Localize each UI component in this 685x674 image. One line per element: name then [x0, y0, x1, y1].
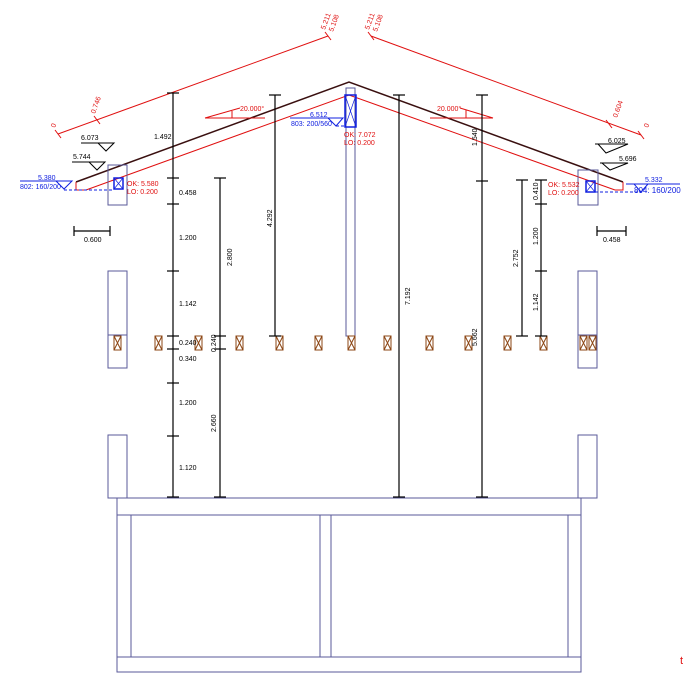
support-right-lo: LO: 0.200	[548, 190, 579, 197]
right-purlin-cross	[585, 180, 596, 193]
dim-1200-r: 1.200	[533, 227, 540, 245]
corner-mark: t	[680, 655, 683, 667]
dim-0458: 0.458	[179, 190, 197, 197]
tie-member-box	[383, 335, 392, 351]
member-802: 802: 160/200	[20, 184, 61, 191]
dim-1142-r: 1.142	[533, 293, 540, 311]
wall-frames	[107, 87, 599, 673]
dim-2660: 2.660	[211, 414, 218, 432]
ridge-beam-cross	[344, 94, 357, 128]
right-purlin	[585, 180, 596, 193]
tie-member-box	[588, 335, 597, 351]
right-eave-cut	[615, 182, 624, 191]
angle-symbol-left	[204, 107, 265, 119]
dimension-lines	[73, 92, 627, 498]
dim-1200-a: 1.200	[179, 235, 197, 242]
dim-right-0604: 0.604	[612, 100, 625, 119]
tie-member-box	[113, 335, 122, 351]
tie-members	[113, 335, 597, 351]
dim-0240-v: 0.240	[211, 334, 218, 352]
tie-member-box	[464, 335, 473, 351]
dim-1540: 1.540	[472, 128, 479, 146]
level-5744: 5.744	[73, 154, 91, 161]
dim-1142: 1.142	[179, 301, 197, 308]
dim-0340: 0.340	[179, 356, 197, 363]
dim-left-zero: 0	[50, 123, 58, 129]
support-center-ok: OK: 7.072	[344, 132, 376, 139]
level-markers	[72, 142, 629, 171]
dim-eave-right: 0.458	[603, 237, 621, 244]
tie-member-box	[314, 335, 323, 351]
level-5332: 5.332	[645, 177, 663, 184]
dim-7192: 7.192	[405, 287, 412, 305]
support-left-ok: OK: 5.580	[127, 181, 159, 188]
dim-2800: 2.800	[227, 248, 234, 266]
angle-label-right: 20.000°	[437, 105, 461, 113]
level-5696: 5.696	[619, 156, 637, 163]
left-purlin	[113, 177, 124, 190]
level-5380: 5.380	[38, 175, 56, 182]
ridge-beam	[344, 94, 357, 128]
level-6025: 6.025	[608, 138, 626, 145]
support-left-lo: LO: 0.200	[127, 189, 158, 196]
left-eave-cut	[75, 182, 86, 191]
dim-4292: 4.292	[267, 209, 274, 227]
tie-member-box	[194, 335, 203, 351]
dim-1492: 1.492	[154, 134, 172, 141]
support-center-lo: LO: 0.200	[344, 140, 375, 147]
dim-5662: 5.662	[472, 328, 479, 346]
roof-top-line	[75, 81, 624, 183]
level-6512: 6.512	[310, 112, 328, 119]
tie-member-box	[235, 335, 244, 351]
left-purlin-cross	[113, 177, 124, 190]
top-dimension-lines	[54, 31, 645, 140]
member-804: 804: 160/200	[634, 186, 681, 195]
support-right-ok: OK: 5.532	[548, 182, 580, 189]
dim-1200-b: 1.200	[179, 400, 197, 407]
member-803: 803: 200/560	[291, 121, 332, 128]
dim-left-0746: 0.746	[90, 96, 103, 115]
level-6073: 6.073	[81, 135, 99, 142]
dim-right-zero: 0	[643, 123, 651, 129]
tie-member-box	[425, 335, 434, 351]
tie-member-box	[539, 335, 548, 351]
tie-member-box	[347, 335, 356, 351]
dim-2752: 2.752	[513, 249, 520, 267]
tie-member-box	[579, 335, 588, 351]
tie-member-box	[275, 335, 284, 351]
dim-0410: 0.410	[533, 182, 540, 200]
dim-eave-left: 0.600	[84, 237, 102, 244]
tie-member-box	[503, 335, 512, 351]
angle-label-left: 20.000°	[240, 105, 264, 113]
dim-1120: 1.120	[179, 465, 197, 472]
blue-level-markers	[20, 117, 680, 193]
tie-member-box	[154, 335, 163, 351]
dim-0240: 0.240	[179, 340, 197, 347]
